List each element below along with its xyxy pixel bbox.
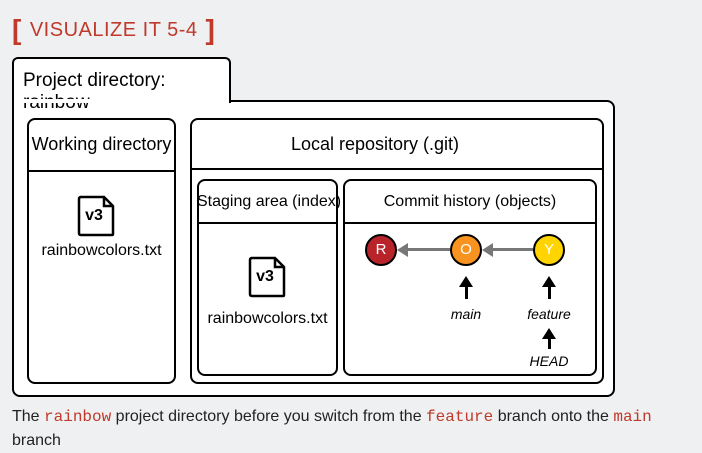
working-directory-box: [27, 118, 176, 384]
commit-node-y: Y: [533, 234, 565, 266]
file-name: rainbowcolors.txt: [41, 242, 162, 259]
file-name: rainbowcolors.txt: [207, 310, 328, 327]
bracket-close: ]: [205, 14, 216, 45]
code-main: main: [613, 408, 652, 426]
project-directory-tab: Project directory: rainbow: [12, 57, 231, 113]
local-repository-title: Local repository (.git): [290, 134, 460, 154]
parent-arrow-icon: [482, 243, 493, 257]
code-rainbow: rainbow: [44, 408, 112, 426]
file-version: v3: [85, 207, 103, 224]
parent-arrow-icon: [397, 243, 408, 257]
figure-caption: The rainbow project directory before you…: [12, 408, 652, 449]
commit-history-title: Commit history (objects): [383, 193, 557, 210]
file-icon: v3: [76, 195, 116, 237]
feature-branch-label: feature: [527, 306, 571, 322]
up-arrow-icon: [459, 276, 473, 287]
main-branch-label: main: [450, 306, 482, 322]
file-icon: v3: [247, 256, 287, 298]
commit-node-o: O: [450, 234, 482, 266]
heading-text: VISUALIZE IT 5-4: [29, 19, 198, 41]
working-directory-title: Working directory: [31, 134, 172, 154]
file-version: v3: [256, 268, 274, 285]
code-feature: feature: [426, 408, 494, 426]
commit-node-r: R: [365, 234, 397, 266]
figure-heading: [ VISUALIZE IT 5-4]: [12, 14, 215, 46]
up-arrow-icon: [542, 276, 556, 287]
head-label: HEAD: [529, 353, 569, 369]
up-arrow-icon: [542, 328, 556, 339]
staging-area-title: Staging area (index): [197, 193, 342, 210]
bracket-open: [: [12, 14, 22, 45]
